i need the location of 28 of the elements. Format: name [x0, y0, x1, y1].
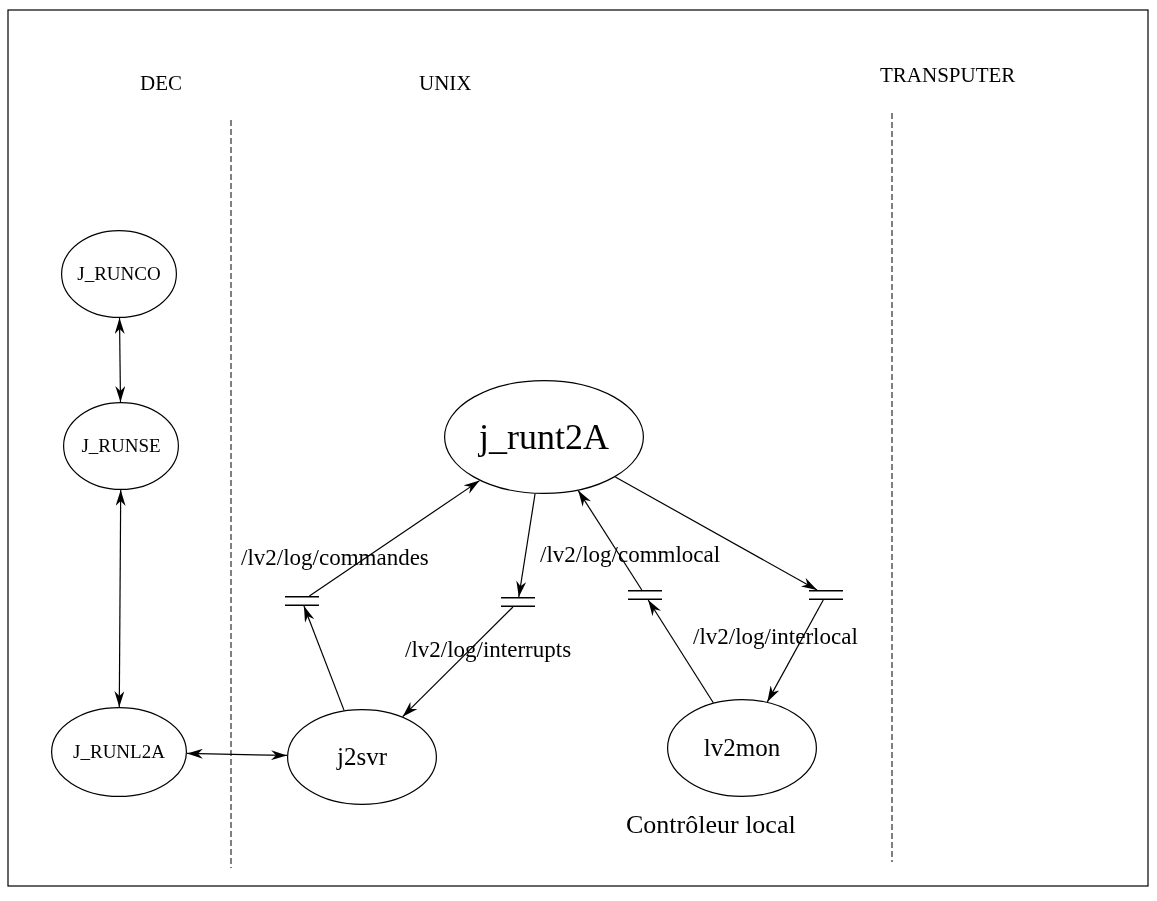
process-ellipse: [444, 380, 644, 494]
process-ellipse: [51, 707, 187, 797]
arrow: [766, 599, 824, 703]
platform-heading: DEC: [140, 71, 182, 96]
pipe-symbol: [628, 590, 662, 600]
arrow: [114, 317, 126, 403]
process-ellipse: [287, 709, 437, 805]
process-ellipse: [667, 699, 817, 797]
arrow: [516, 493, 536, 598]
node-label: lv2mon: [702, 734, 782, 762]
node-label: J_RUNL2A: [72, 741, 166, 763]
process-ellipse: [63, 402, 179, 490]
node-label: j2svr: [335, 743, 388, 771]
process-ellipse: [61, 230, 177, 318]
node-caption: Contrôleur local: [626, 810, 796, 840]
arrow: [577, 489, 643, 591]
arrow: [114, 489, 126, 708]
arrow: [647, 599, 714, 704]
pipe-symbol: [501, 597, 535, 607]
arrow: [186, 748, 288, 761]
platform-heading: TRANSPUTER: [880, 63, 1016, 88]
node-label: J_RUNCO: [76, 263, 162, 285]
pipe-symbol: [285, 596, 319, 606]
platform-heading: UNIX: [419, 71, 472, 96]
pipe-symbol: [809, 590, 843, 600]
node-label: j_runt2A: [477, 416, 610, 458]
arrow: [303, 605, 345, 711]
node-label: J_RUNSE: [80, 435, 162, 457]
